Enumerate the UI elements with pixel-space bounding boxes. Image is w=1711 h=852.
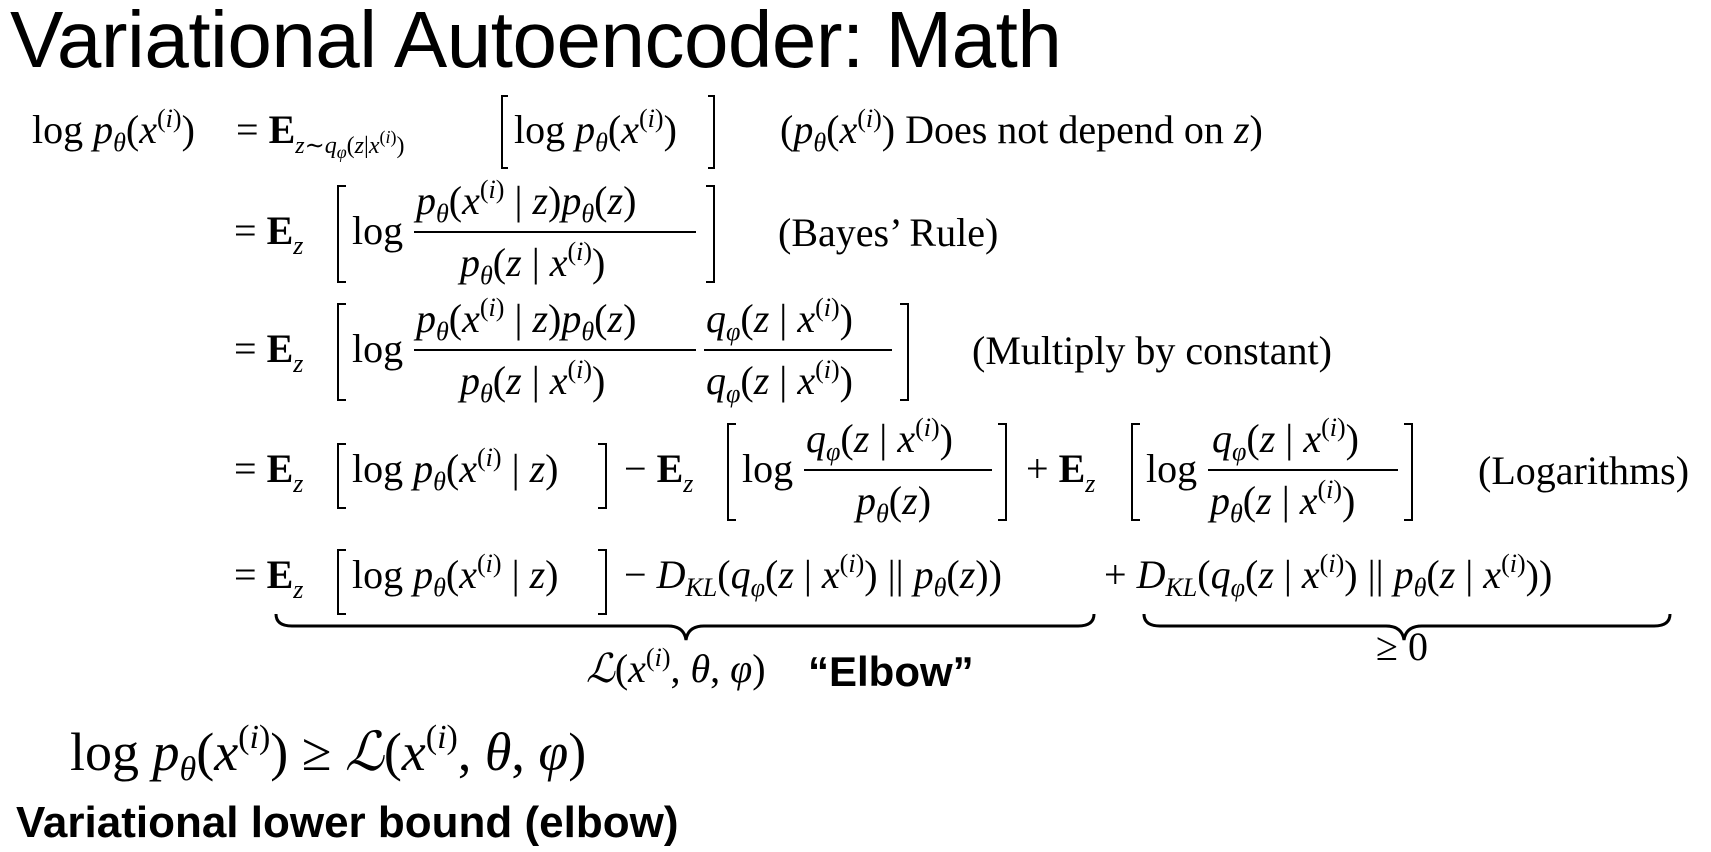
svg-text:log: log	[1146, 446, 1197, 491]
svg-text:= Ez: = Ez	[234, 208, 303, 260]
brace-right-label: ≥ 0	[1376, 624, 1428, 669]
underbrace-left	[274, 613, 1096, 641]
svg-text:= Ez: = Ez	[234, 446, 303, 498]
slide-title: Variational Autoencoder: Math	[10, 0, 1062, 84]
svg-text:pθ(z): pθ(z)	[853, 478, 931, 528]
svg-text:pθ(z | x(i)): pθ(z | x(i))	[457, 237, 605, 290]
svg-text:qφ(z | x(i)): qφ(z | x(i))	[706, 355, 853, 408]
row-5: = Ez log pθ(x(i) | z) − DKL(qφ(z | x(i))…	[234, 549, 1552, 615]
svg-text:log pθ(x(i) | z): log pθ(x(i) | z)	[352, 549, 559, 602]
svg-text:log: log	[352, 208, 403, 253]
svg-text:qφ(z | x(i)): qφ(z | x(i))	[706, 293, 853, 346]
svg-text:log: log	[352, 326, 403, 371]
brace-left-label: ℒ(x(i), θ, φ)	[586, 643, 766, 691]
svg-text:pθ(z | x(i)): pθ(z | x(i))	[1207, 475, 1355, 528]
brace-left-tag: “Elbow”	[808, 648, 974, 695]
row1-rhs: = Ez∼qφ(z|x(i))	[236, 107, 405, 162]
underbrace-right	[1142, 613, 1672, 641]
svg-text:+ DKL(qφ(z | x(i)) || pθ(z | x: + DKL(qφ(z | x(i)) || pθ(z | x(i)))	[1104, 549, 1552, 602]
row1-lhs: log pθ(x(i))	[32, 104, 195, 157]
row3-note: (Multiply by constant)	[972, 328, 1332, 373]
row-1: log pθ(x(i)) = Ez∼qφ(z|x(i)) log pθ(x(i)…	[32, 95, 1263, 169]
row1-note: (pθ(x(i)) Does not depend on z)	[780, 104, 1263, 157]
row-4: = Ez log pθ(x(i) | z) − Ez log qφ(z | x(…	[234, 413, 1689, 528]
svg-text:log: log	[742, 446, 793, 491]
svg-text:pθ(x(i) | z)pθ(z): pθ(x(i) | z)pθ(z)	[413, 175, 636, 228]
svg-text:pθ(x(i) | z)pθ(z): pθ(x(i) | z)pθ(z)	[413, 293, 636, 346]
svg-text:− Ez: − Ez	[624, 446, 693, 498]
svg-text:qφ(z | x(i)): qφ(z | x(i))	[806, 413, 953, 466]
svg-text:log pθ(x(i) | z): log pθ(x(i) | z)	[352, 443, 559, 496]
row4-note: (Logarithms)	[1478, 448, 1689, 493]
row-2: = Ez log pθ(x(i) | z)pθ(z) pθ(z | x(i)) …	[234, 175, 998, 290]
row2-note: (Bayes’ Rule)	[778, 210, 998, 255]
svg-text:log pθ(x(i)): log pθ(x(i))	[514, 104, 677, 157]
row-3: = Ez log pθ(x(i) | z)pθ(z) pθ(z | x(i)) …	[234, 293, 1332, 408]
svg-text:qφ(z | x(i)): qφ(z | x(i))	[1212, 413, 1359, 466]
svg-text:= Ez: = Ez	[234, 552, 303, 604]
svg-text:+ Ez: + Ez	[1026, 446, 1095, 498]
svg-text:− DKL(qφ(z | x(i)) || pθ(z)): − DKL(qφ(z | x(i)) || pθ(z))	[624, 549, 1002, 602]
svg-text:pθ(z | x(i)): pθ(z | x(i))	[457, 355, 605, 408]
svg-text:= Ez: = Ez	[234, 326, 303, 378]
slide-subtitle: Variational lower bound (elbow)	[16, 798, 679, 847]
bound-inequality: log pθ(x(i)) ≥ ℒ(x(i), θ, φ)	[70, 719, 586, 788]
